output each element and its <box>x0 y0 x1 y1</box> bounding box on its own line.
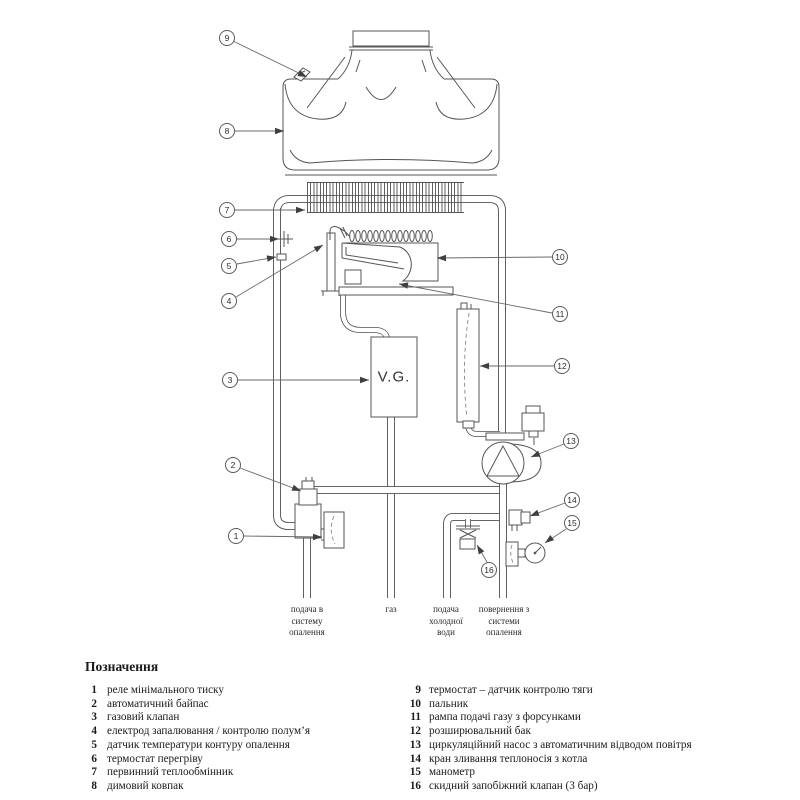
legend-item-8: 8 димовий ковпак <box>85 780 405 794</box>
legend-item-text: первинний теплообмінник <box>107 766 234 779</box>
legend-item-number: 4 <box>91 725 97 738</box>
legend-title: Позначення <box>85 659 159 674</box>
legend-item-4: 4 електрод запалювання / контролю полум’я <box>85 725 405 739</box>
callout-12: 12 <box>554 358 570 374</box>
flue-collar <box>349 30 433 51</box>
legend-item-number: 6 <box>91 752 97 765</box>
air-vent <box>521 405 545 438</box>
callout-3: 3 <box>222 372 238 388</box>
callout-7: 7 <box>219 202 235 218</box>
boiler-diagram: V.G. 1 2 3 4 5 6 7 8 9 10 11 12 13 14 15… <box>219 30 580 637</box>
callout-14: 14 <box>564 492 580 508</box>
legend-item-5: 5 датчик температури контуру опалення <box>85 739 405 753</box>
ignition-electrode <box>321 226 351 296</box>
callout-15: 15 <box>564 515 580 531</box>
legend-item-text: кран зливання теплоносія з котла <box>429 752 588 765</box>
legend-item-7: 7 первинний теплообмінник <box>85 766 405 780</box>
legend-item-14: 14 кран зливання теплоносія з котла <box>405 753 785 767</box>
gas-valve-label: V.G. <box>377 368 411 386</box>
gas-pipe-label: газ <box>385 604 397 614</box>
legend-item-text: реле мінімального тиску <box>107 684 224 696</box>
legend-item-3: 3 газовий клапан <box>85 711 405 725</box>
burner-flames <box>349 230 433 242</box>
legend-item-10: 10 пальник <box>405 698 785 712</box>
callout-9: 9 <box>219 30 235 46</box>
drain-valve <box>508 509 531 531</box>
leader-lines <box>232 40 567 563</box>
legend-item-number: 5 <box>91 738 97 751</box>
legend-item-text: газовий клапан <box>107 711 180 724</box>
expansion-tank <box>456 302 480 429</box>
manometer-gauge <box>505 541 546 567</box>
legend-item-number: 3 <box>91 711 97 724</box>
callout-1: 1 <box>228 528 244 544</box>
legend-item-text: автоматичний байпас <box>107 697 209 710</box>
legend-item-number: 1 <box>91 684 97 696</box>
legend-item-number: 2 <box>91 697 97 710</box>
callout-10: 10 <box>552 249 568 265</box>
legend-item-text: манометр <box>429 766 476 779</box>
flue-hood <box>282 49 500 176</box>
legend-item-number: 11 <box>410 711 421 724</box>
legend-item-number: 16 <box>409 779 421 792</box>
callout-4: 4 <box>221 293 237 309</box>
callout-6: 6 <box>221 231 237 247</box>
burner <box>341 242 439 285</box>
legend-column-left: 1 реле мінімального тиску 2 автоматичний б… <box>85 684 405 794</box>
legend-item-6: 6 термостат перегріву <box>85 753 405 767</box>
legend-item-text: циркуляційний насос з автоматичним відво… <box>429 738 692 751</box>
legend: Позначення 1 реле мінімального тиску 2 авт… <box>85 659 785 794</box>
legend-column-right: 9 термостат – датчик контролю тяги 10 паль… <box>405 684 785 794</box>
callout-11: 11 <box>552 306 568 322</box>
legend-item-number: 12 <box>409 725 421 738</box>
legend-item-12: 12 розширювальний бак <box>405 725 785 739</box>
legend-item-number: 14 <box>409 752 421 765</box>
cold-water-label: подача холодної води <box>429 604 463 637</box>
callout-16: 16 <box>481 562 497 578</box>
legend-item-1: 1 реле мінімального тиску <box>85 684 405 698</box>
legend-item-text: пальник <box>429 697 469 710</box>
legend-item-2: 2 автоматичний байпас <box>85 698 405 712</box>
legend-item-text: датчик температури контуру опалення <box>107 738 290 751</box>
heat-exchanger-fins <box>307 182 464 213</box>
legend-item-text: термостат перегріву <box>107 752 203 765</box>
legend-item-text: скидний запобіжний клапан (3 бар) <box>429 779 598 792</box>
legend-item-text: рампа подачі газу з форсунками <box>429 711 581 724</box>
legend-item-13: 13 циркуляційний насос з автоматичним від… <box>405 739 785 753</box>
heating-temp-sensor <box>276 253 287 261</box>
bypass-valve <box>294 477 322 539</box>
legend-item-15: 15 манометр <box>405 766 785 780</box>
callout-2: 2 <box>225 457 241 473</box>
legend-item-number: 15 <box>409 766 421 779</box>
legend-item-16: 16 скидний запобіжний клапан (3 бар) <box>405 780 785 794</box>
legend-item-number: 7 <box>91 766 97 779</box>
circulation-pump <box>481 432 542 485</box>
legend-item-text: термостат – датчик контролю тяги <box>429 684 593 696</box>
return-pipe-label: повернення з системи опалення <box>478 604 530 637</box>
legend-item-number: 13 <box>409 738 421 751</box>
flow-pipe <box>273 195 506 598</box>
gas-ramp <box>338 286 454 296</box>
burner-gas-riser <box>340 293 390 341</box>
legend-item-text: розширювальний бак <box>429 725 531 738</box>
legend-item-text: електрод запалювання / контролю полум’я <box>107 725 310 738</box>
legend-item-text: димовий ковпак <box>107 779 184 792</box>
callout-5: 5 <box>221 258 237 274</box>
legend-item-number: 9 <box>415 684 421 696</box>
boiler-diagram-art <box>232 30 567 598</box>
flow-pipe-label: подача в систему опалення <box>289 604 325 637</box>
legend-item-number: 10 <box>409 697 421 710</box>
legend-item-9: 9 термостат – датчик контролю тяги <box>405 684 785 698</box>
callout-13: 13 <box>563 433 579 449</box>
legend-item-11: 11 рампа подачі газу з форсунками <box>405 711 785 725</box>
legend-item-number: 8 <box>91 779 97 792</box>
safety-valve <box>456 525 480 550</box>
gas-valve-box <box>370 336 418 418</box>
min-pressure-switch <box>321 511 345 549</box>
callout-8: 8 <box>219 123 235 139</box>
